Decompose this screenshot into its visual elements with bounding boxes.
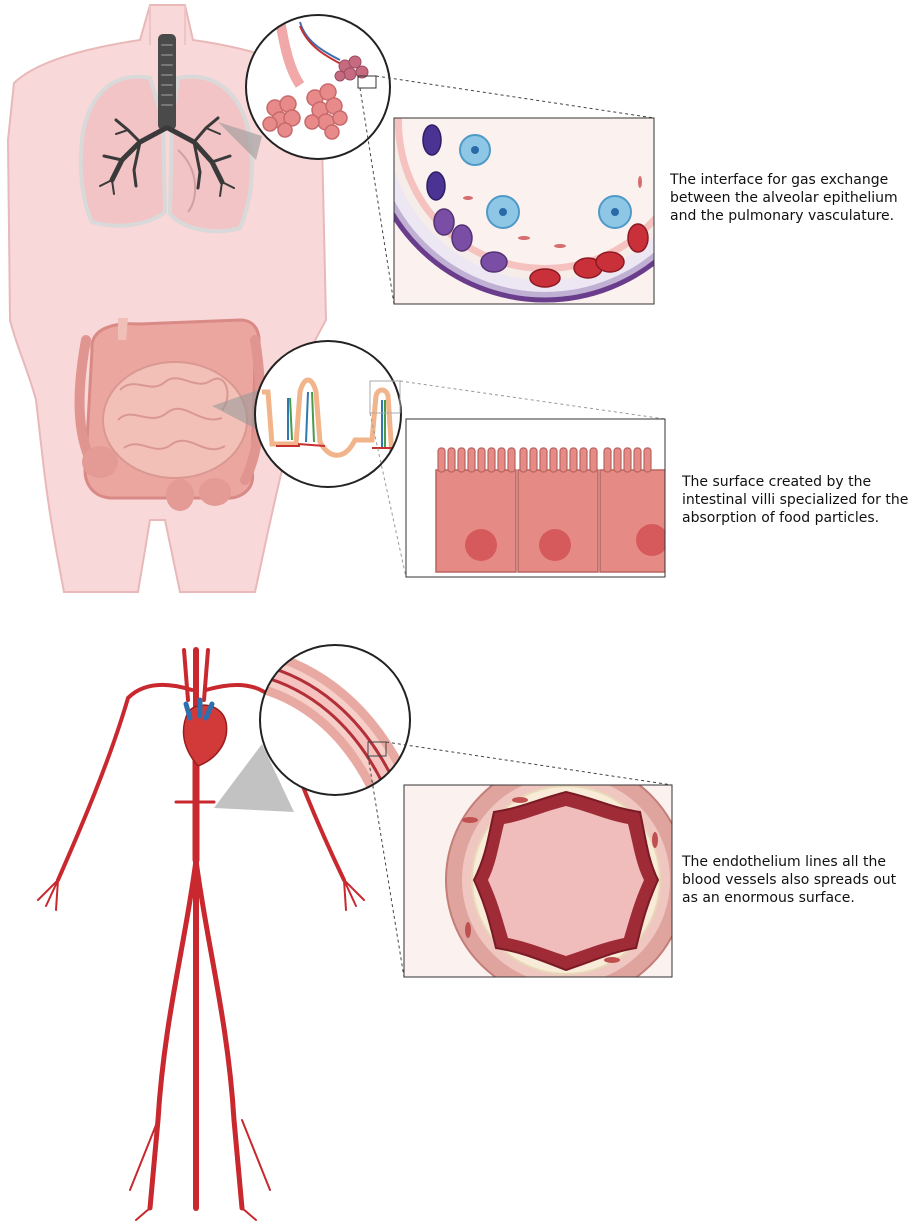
lung-caption-line: between the alveolar epithelium: [670, 189, 898, 207]
alveoli-magnifier: [246, 15, 390, 159]
villi-epithelium-detail: [406, 419, 670, 577]
lung-caption-line: and the pulmonary vasculature.: [670, 207, 898, 225]
vessel-caption-line: as an enormous surface.: [682, 889, 896, 907]
vessel-caption-line: The endothelium lines all the: [682, 853, 896, 871]
lung-caption: The interface for gas exchange between t…: [670, 171, 898, 225]
heart-icon: [183, 700, 226, 766]
intestine-caption-line: The surface created by the: [682, 473, 908, 491]
lung-caption-line: The interface for gas exchange: [670, 171, 898, 189]
villi-magnifier: [255, 341, 401, 487]
intestine-caption-line: intestinal villi specialized for the: [682, 491, 908, 509]
vessel-cross-section-detail: [404, 760, 686, 1000]
alveolar-capillary-detail: [367, 0, 723, 304]
intestine-caption: The surface created by the intestinal vi…: [682, 473, 908, 527]
vessel-caption-line: blood vessels also spreads out: [682, 871, 896, 889]
vessel-caption: The endothelium lines all the blood vess…: [682, 853, 896, 907]
intestine-caption-line: absorption of food particles.: [682, 509, 908, 527]
